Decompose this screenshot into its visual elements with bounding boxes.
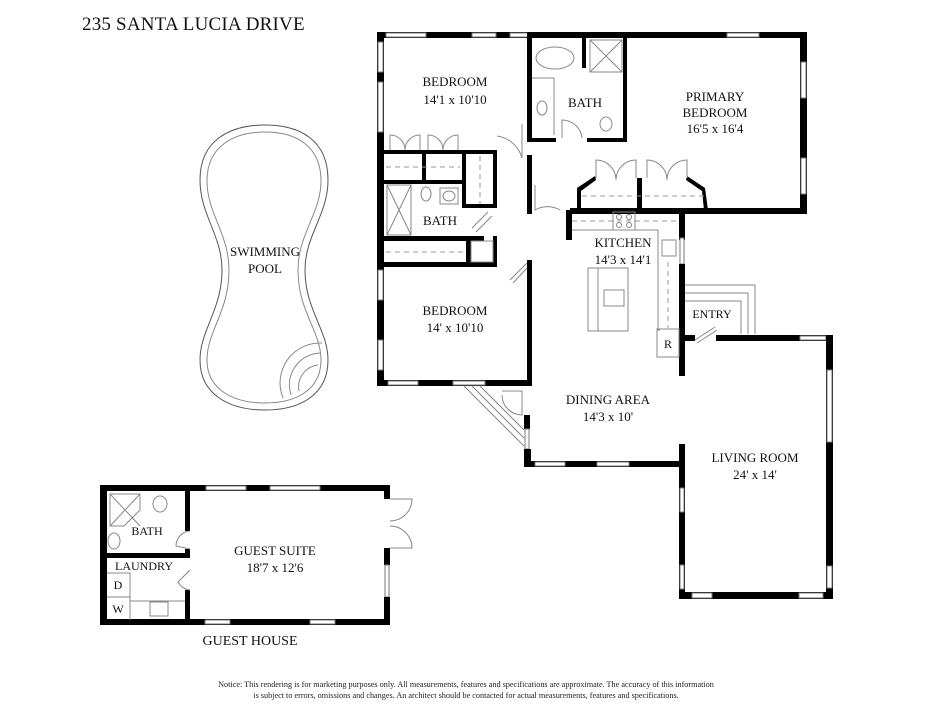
guest-suite-name: GUEST SUITE <box>234 543 316 558</box>
hall-bath-name: BATH <box>423 213 457 228</box>
kitchen-name: KITCHEN <box>594 235 652 250</box>
guest-suite-size: 18'7 x 12'6 <box>247 560 304 575</box>
guest-bath-name: BATH <box>131 524 163 538</box>
bedroom2-size: 14' x 10'10 <box>427 320 484 335</box>
swimming-pool: SWIMMING POOL <box>199 124 329 411</box>
bedroom2-name: BEDROOM <box>422 303 487 318</box>
primary-bath-fixtures <box>532 39 623 139</box>
kitchen-size: 14'3 x 14'1 <box>595 252 652 267</box>
entry-name: ENTRY <box>692 307 732 321</box>
disclaimer-line2: is subject to errors, omissions and chan… <box>253 691 679 700</box>
pool-label-line1: SWIMMING <box>230 244 300 259</box>
dining-size: 14'3 x 10' <box>583 409 633 424</box>
washer-label: W <box>112 602 124 616</box>
dryer-label: D <box>114 578 123 592</box>
pool-label-line2: POOL <box>248 261 282 276</box>
primary-bedroom-name-line2: BEDROOM <box>682 105 747 120</box>
property-title: 235 SANTA LUCIA DRIVE <box>82 14 305 35</box>
guest-house-walls <box>100 485 413 625</box>
room-labels: BEDROOM 14'1 x 10'10 BATH PRIMARY BEDROO… <box>112 74 799 616</box>
disclaimer-notice: Notice: This rendering is for marketing … <box>0 679 932 701</box>
dining-name: DINING AREA <box>566 392 651 407</box>
guest-house-label: GUEST HOUSE <box>202 634 298 649</box>
laundry-name: LAUNDRY <box>115 559 173 573</box>
bedroom1-name: BEDROOM <box>422 74 487 89</box>
living-name: LIVING ROOM <box>711 450 798 465</box>
bedroom1-size: 14'1 x 10'10 <box>423 92 486 107</box>
living-size: 24' x 14' <box>733 467 777 482</box>
primary-bedroom-name-line1: PRIMARY <box>686 89 745 104</box>
primary-bedroom-size: 16'5 x 16'4 <box>687 121 744 136</box>
disclaimer-line1: Notice: This rendering is for marketing … <box>218 680 714 689</box>
primary-bath-name: BATH <box>568 95 602 110</box>
refrigerator-label: R <box>664 337 672 351</box>
main-house-walls <box>377 32 833 599</box>
